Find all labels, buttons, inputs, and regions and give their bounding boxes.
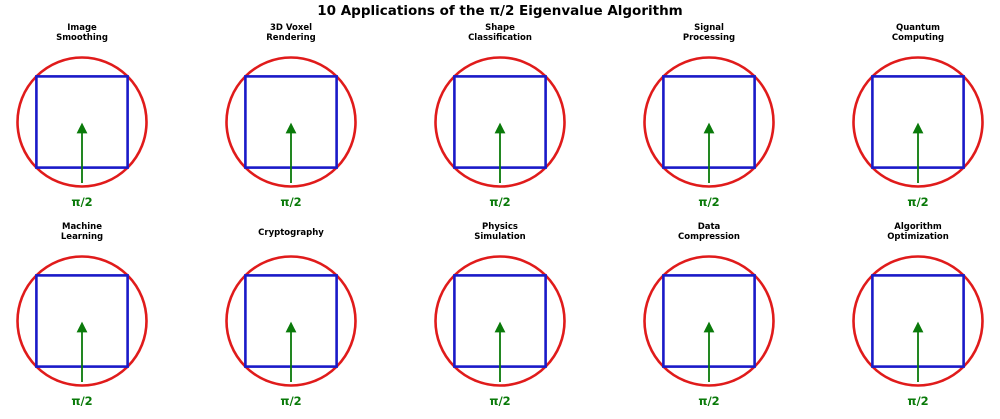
- angle-label: π/2: [71, 195, 93, 209]
- angle-label: π/2: [907, 394, 929, 408]
- circumscribed-circle: [434, 255, 566, 387]
- application-panel: Image Smoothing π/2: [0, 20, 172, 220]
- figure-title: 10 Applications of the π/2 Eigenvalue Al…: [317, 3, 683, 19]
- circumscribed-circle: [852, 255, 984, 387]
- application-panel: Physics Simulation π/2: [410, 219, 590, 419]
- angle-label: π/2: [280, 195, 302, 209]
- angle-label: π/2: [71, 394, 93, 408]
- angle-label: π/2: [698, 195, 720, 209]
- panel-diagram: [434, 255, 566, 387]
- panel-title: Physics Simulation: [474, 222, 526, 242]
- circumscribed-circle: [225, 56, 357, 188]
- panel-title: Quantum Computing: [891, 23, 945, 43]
- application-panel: Signal Processing π/2: [619, 20, 799, 220]
- circumscribed-circle: [852, 56, 984, 188]
- circumscribed-circle: [16, 255, 148, 387]
- application-panel: Shape Classification π/2: [410, 20, 590, 220]
- circumscribed-circle: [434, 56, 566, 188]
- panel-diagram: [434, 56, 566, 188]
- panel-diagram: [225, 56, 357, 188]
- panel-title: Data Compression: [678, 222, 740, 242]
- panel-title: Machine Learning: [60, 222, 104, 242]
- panel-diagram: [852, 56, 984, 188]
- circumscribed-circle: [225, 255, 357, 387]
- panel-diagram: [643, 255, 775, 387]
- panel-title: Shape Classification: [468, 23, 532, 43]
- panel-title: Image Smoothing: [56, 23, 108, 43]
- panel-title: Signal Processing: [682, 23, 736, 43]
- circumscribed-circle: [643, 56, 775, 188]
- circumscribed-circle: [643, 255, 775, 387]
- panel-diagram: [16, 255, 148, 387]
- application-panel: Cryptography π/2: [201, 219, 381, 419]
- application-panel: Quantum Computing π/2: [828, 20, 1000, 220]
- panel-diagram: [225, 255, 357, 387]
- angle-label: π/2: [280, 394, 302, 408]
- panel-title: Cryptography: [258, 228, 324, 238]
- angle-label: π/2: [489, 195, 511, 209]
- angle-label: π/2: [698, 394, 720, 408]
- angle-label: π/2: [489, 394, 511, 408]
- application-panel: Machine Learning π/2: [0, 219, 172, 419]
- application-panel: Algorithm Optimization π/2: [828, 219, 1000, 419]
- circumscribed-circle: [16, 56, 148, 188]
- panel-title: Algorithm Optimization: [887, 222, 949, 242]
- angle-label: π/2: [907, 195, 929, 209]
- application-panel: 3D Voxel Rendering π/2: [201, 20, 381, 220]
- panel-diagram: [643, 56, 775, 188]
- panel-title: 3D Voxel Rendering: [266, 23, 316, 43]
- panel-diagram: [16, 56, 148, 188]
- application-panel: Data Compression π/2: [619, 219, 799, 419]
- panel-diagram: [852, 255, 984, 387]
